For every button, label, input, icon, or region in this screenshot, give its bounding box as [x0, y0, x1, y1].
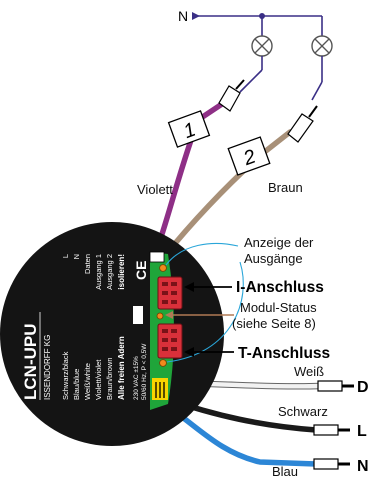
device-row-right-4: Ausgang 1 — [94, 254, 103, 290]
device-row-right-2: N — [72, 254, 81, 259]
output-led-1-icon — [159, 264, 167, 272]
device-row-right-5: Ausgang 2 — [105, 254, 114, 290]
terminal-n-label: N — [357, 458, 369, 475]
device-spec-line-1: 230 VAC ±15% — [133, 356, 140, 400]
device-ce-mark: CE — [133, 261, 149, 280]
indicator-label-line-2: Ausgänge — [244, 251, 303, 266]
blue-ferrule — [313, 458, 350, 470]
violet-ferrule — [218, 79, 245, 112]
lower-wire-terminal-icon — [152, 378, 168, 400]
lamp-2-icon — [311, 35, 333, 57]
device-row-right-1: L — [61, 254, 70, 258]
device-manufacturer: ISSENDORFF KG — [43, 335, 52, 400]
t-port-label: T-Anschluss — [238, 345, 330, 362]
black-wire-label: Schwarz — [278, 404, 328, 419]
brown-wire-label: Braun — [268, 180, 303, 195]
device-label-panel: LCN-UPU ISSENDORFF KG Schwarz/black L Bl… — [21, 254, 149, 400]
device-row-right-6: isolieren! — [117, 254, 126, 290]
device-row-right-3: Daten — [83, 254, 92, 274]
terminal-d-label: D — [357, 379, 369, 396]
black-ferrule — [313, 424, 350, 436]
lamp-1-icon — [251, 35, 273, 57]
wire-tag-1: 1 — [167, 110, 211, 148]
terminal-l-label: L — [357, 423, 367, 440]
t-port-connector — [157, 323, 183, 359]
indicator-label-line-1: Anzeige der — [244, 235, 314, 250]
device-row-left-6: Alle freien Adern — [117, 336, 126, 400]
device-row-left-5: Braun/brown — [105, 357, 114, 400]
white-ferrule — [317, 380, 354, 392]
white-wire-label: Weiß — [294, 364, 324, 379]
lamp-2-to-ferrule — [311, 81, 323, 101]
device-row-left-2: Blau/blue — [72, 369, 81, 400]
i-port-arrowhead — [184, 282, 194, 292]
i-port-label: I-Anschluss — [236, 279, 324, 296]
neutral-arrowhead — [192, 12, 200, 20]
device-row-left-3: Weiß/white — [83, 363, 92, 400]
lamp-1-to-ferrule — [239, 69, 263, 93]
device-row-left-4: Violett/violet — [94, 359, 103, 400]
device-barcode-icon — [133, 306, 143, 324]
t-port-arrowhead — [184, 347, 194, 357]
device-spec-line-2: 50/60 Hz, P < 0,5W — [141, 343, 148, 400]
output-led-2-icon — [159, 359, 167, 367]
upper-wire-entry — [149, 251, 165, 263]
blue-wire-label: Blau — [272, 464, 298, 478]
indicator-callout-line-1 — [165, 242, 239, 266]
neutral-label: N — [178, 8, 188, 24]
wire-tag-2: 2 — [227, 136, 271, 176]
brown-ferrule — [287, 105, 318, 143]
indicator-callout-line-2 — [166, 261, 244, 363]
module-status-arrowhead — [165, 311, 173, 319]
device-row-left-1: Schwarz/black — [61, 351, 70, 400]
module-status-label-line-1: Modul-Status — [240, 300, 317, 315]
i-port-connector — [157, 276, 183, 310]
module-status-label-line-2: (siehe Seite 8) — [232, 316, 316, 331]
device-model: LCN-UPU — [21, 324, 40, 401]
status-led-icon — [156, 312, 164, 320]
violet-wire-label: Violett — [137, 182, 173, 197]
